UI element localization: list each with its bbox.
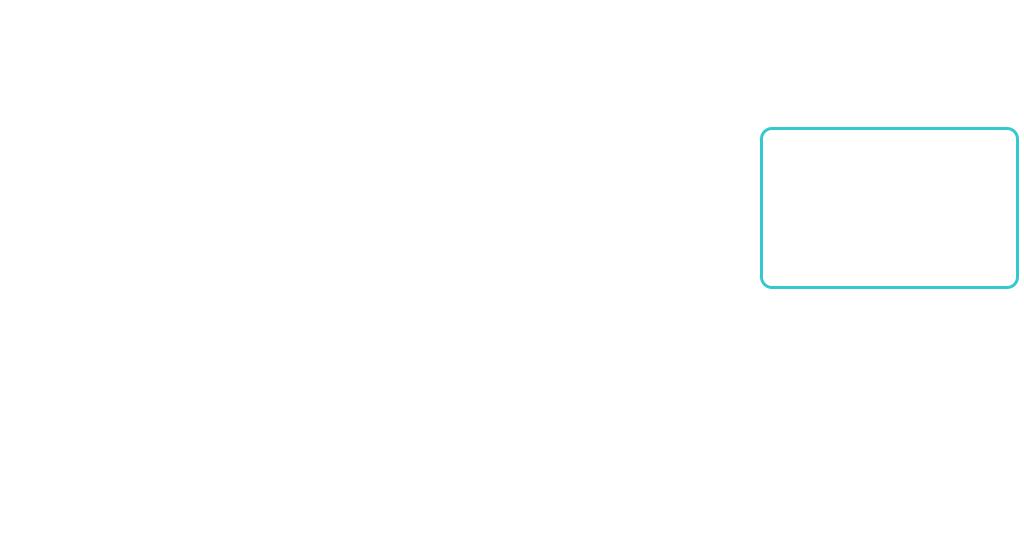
highlight-frame[interactable] — [760, 127, 1019, 289]
